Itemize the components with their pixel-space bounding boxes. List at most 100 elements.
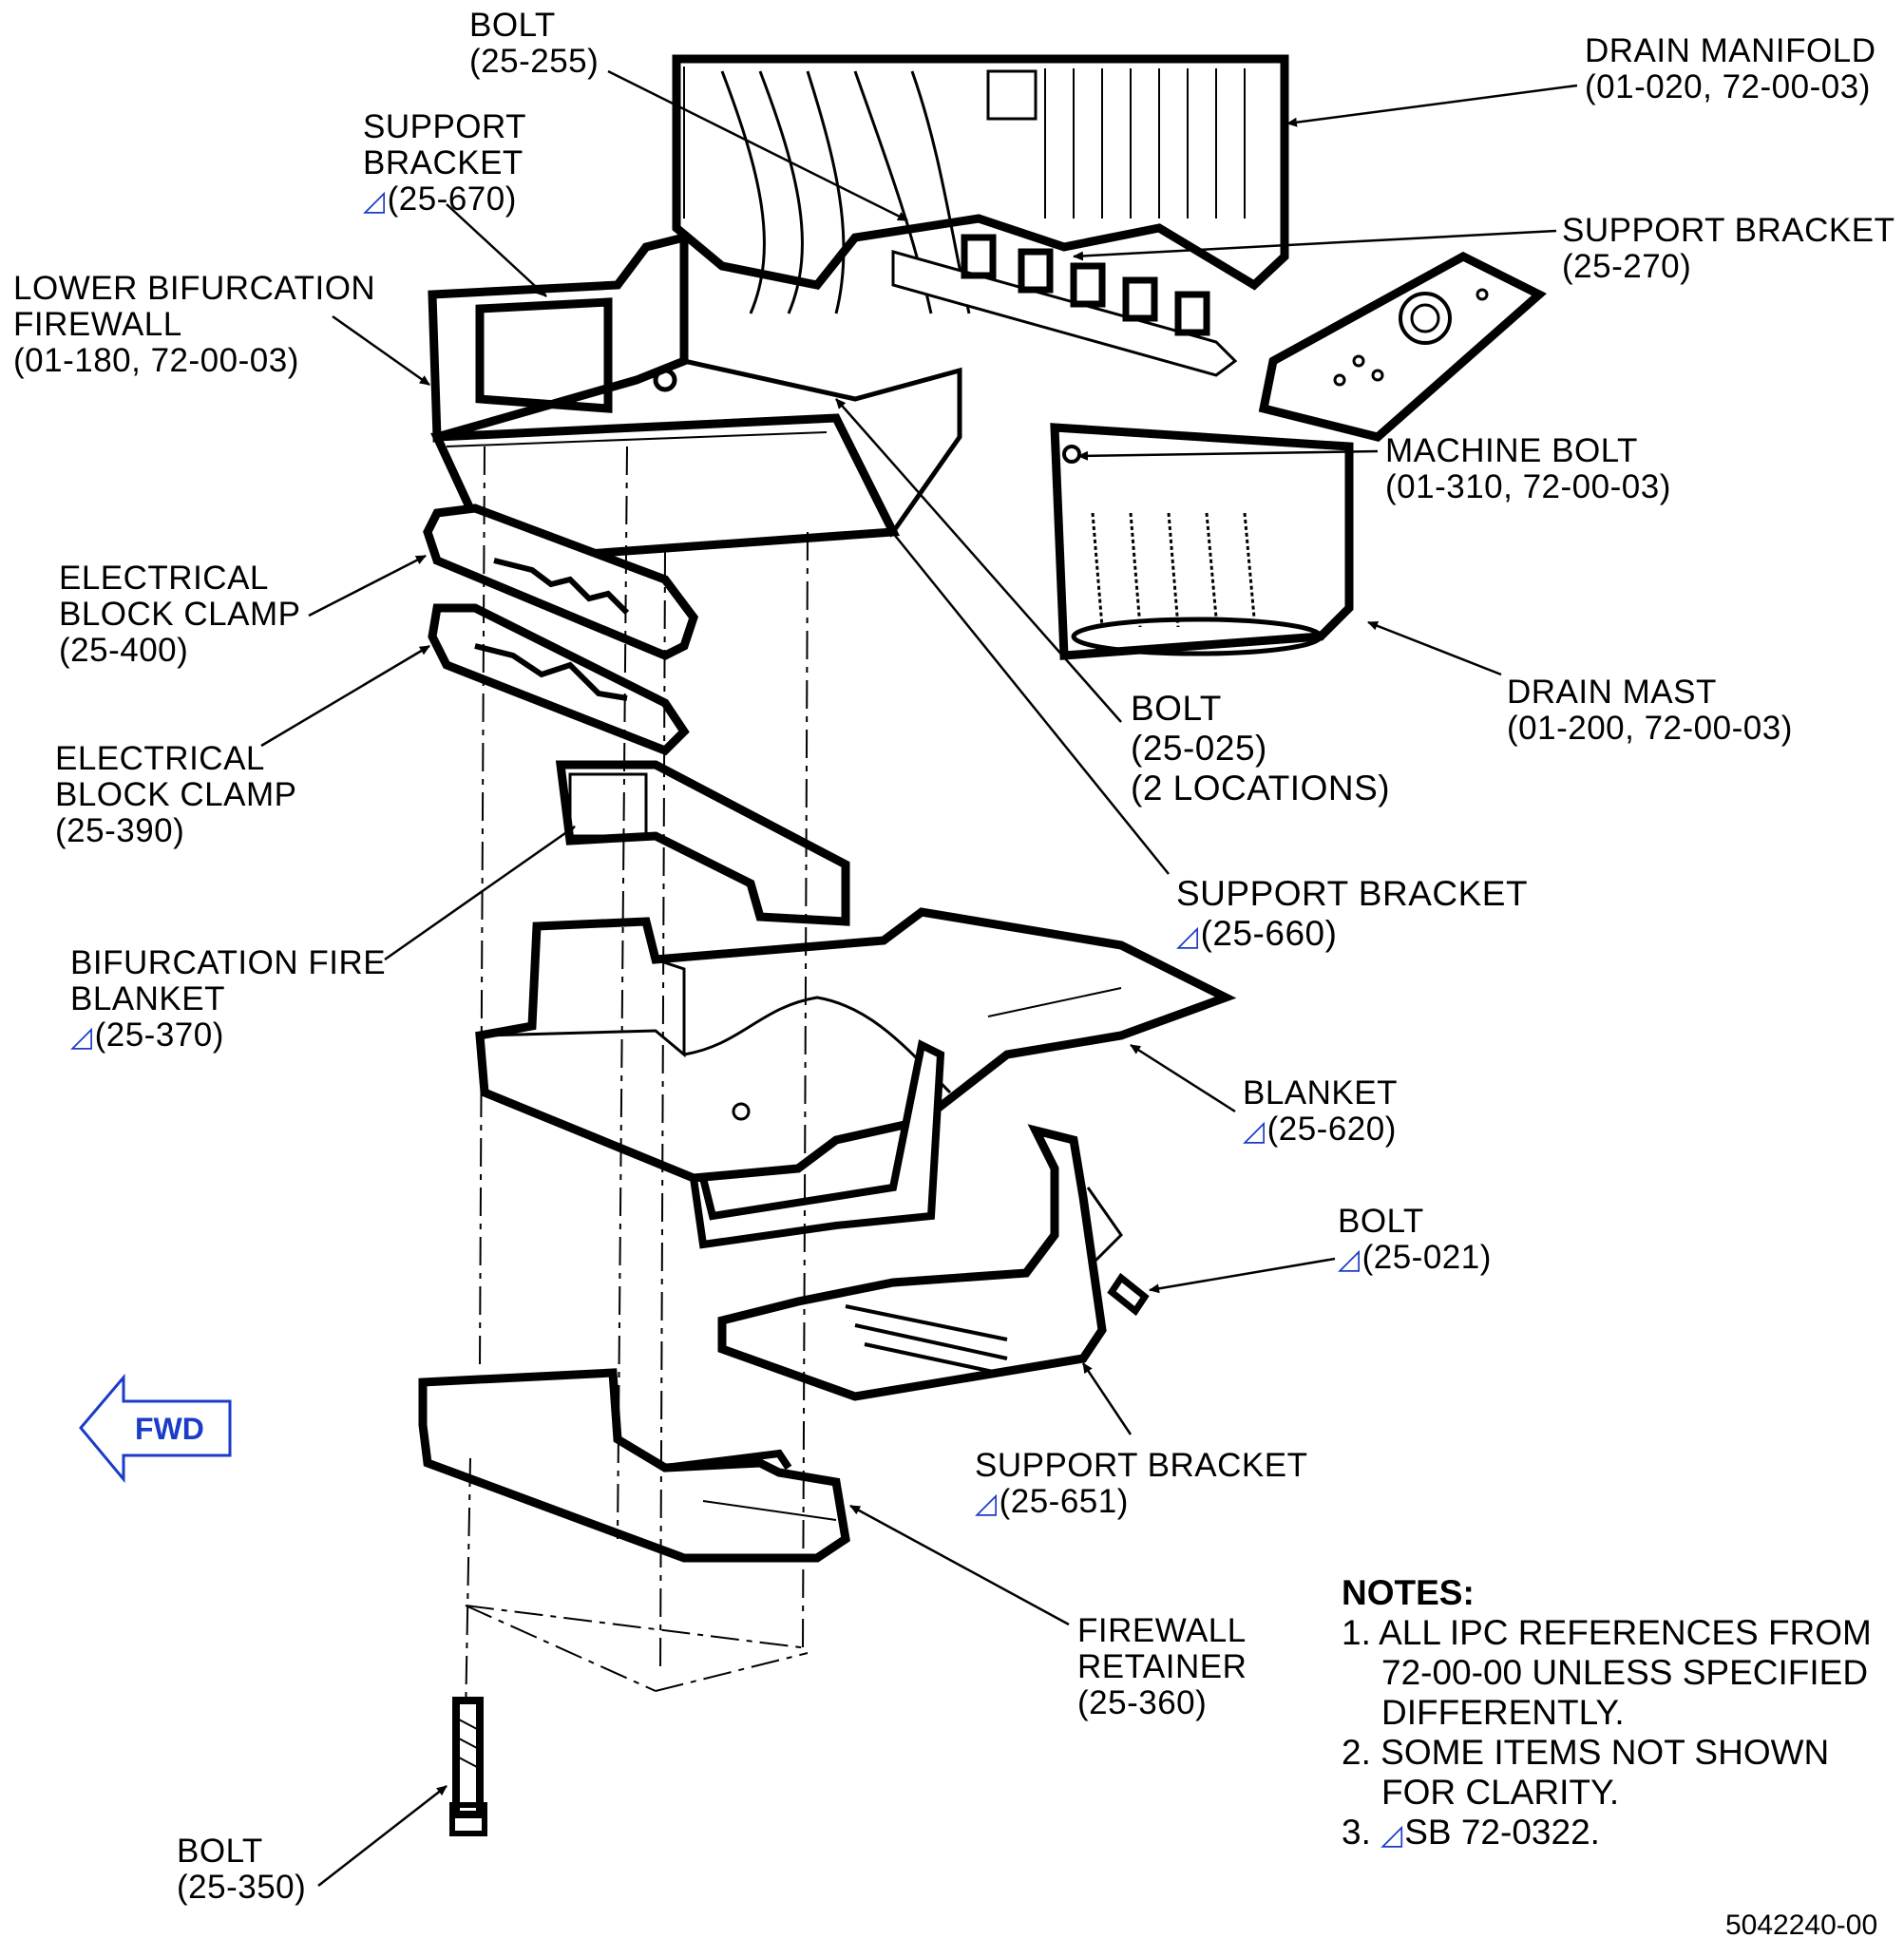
callout-ref: (25-390) bbox=[55, 812, 185, 849]
callout-name: MACHINE BOLT bbox=[1385, 432, 1638, 469]
callout-drain-manifold: DRAIN MANIFOLD (01-020, 72-00-03) bbox=[1585, 33, 1875, 105]
callout-line2: BLOCK CLAMP bbox=[55, 776, 297, 813]
callout-blanket-25-620: BLANKET ◿(25-620) bbox=[1243, 1075, 1398, 1150]
drain-mast-part bbox=[1050, 423, 1354, 660]
callout-ref: (25-660) bbox=[1200, 914, 1338, 953]
callout-line2: FIREWALL bbox=[13, 306, 182, 343]
callout-ref: (25-670) bbox=[387, 180, 517, 218]
fwd-label: FWD bbox=[135, 1412, 204, 1446]
note-3-text: SB 72-0322. bbox=[1404, 1813, 1600, 1852]
support-bracket-25-651-part bbox=[717, 1124, 1123, 1401]
note-2: 2. SOME ITEMS NOT SHOWN bbox=[1342, 1733, 1830, 1772]
callout-ref: (25-370) bbox=[94, 1016, 224, 1054]
callout-name: BOLT bbox=[469, 7, 556, 44]
note-3-number: 3. bbox=[1342, 1813, 1371, 1852]
callout-name: BOLT bbox=[1131, 689, 1222, 728]
callout-drain-mast: DRAIN MAST (01-200, 72-00-03) bbox=[1507, 674, 1793, 747]
callout-bifurcation-fire-blanket: BIFURCATION FIRE BLANKET ◿(25-370) bbox=[70, 945, 386, 1055]
callout-line1: SUPPORT bbox=[363, 108, 527, 145]
callout-ref-line: ◿(25-370) bbox=[70, 1017, 386, 1055]
firewall-retainer-part bbox=[418, 1368, 850, 1563]
notes-block: NOTES: 1. ALL IPC REFERENCES FROM 72-00-… bbox=[1342, 1573, 1872, 1855]
callout-line1: FIREWALL bbox=[1077, 1612, 1247, 1649]
callout-line1: BIFURCATION FIRE bbox=[70, 944, 387, 981]
callout-ref: (25-255) bbox=[469, 43, 600, 80]
callout-line1: ELECTRICAL bbox=[59, 560, 269, 597]
electrical-block-clamp-25-390-part bbox=[428, 603, 690, 756]
callout-support-bracket-25-670: SUPPORT BRACKET ◿(25-670) bbox=[363, 109, 526, 219]
sb-marker-icon[interactable]: ◿ bbox=[975, 1488, 998, 1519]
callout-bolt-25-021: BOLT ◿(25-021) bbox=[1338, 1204, 1492, 1278]
note-1: 1. ALL IPC REFERENCES FROM bbox=[1342, 1613, 1872, 1652]
callout-note: (2 LOCATIONS) bbox=[1131, 769, 1391, 808]
callout-ref: (25-400) bbox=[59, 632, 189, 669]
callout-ref: (25-620) bbox=[1266, 1111, 1397, 1148]
callout-support-bracket-25-270: SUPPORT BRACKET (25-270) bbox=[1562, 213, 1894, 285]
blanket-25-620-part bbox=[475, 907, 1237, 1183]
callout-bolt-25-025: BOLT (25-025) (2 LOCATIONS) bbox=[1131, 689, 1390, 808]
callout-name: BOLT bbox=[177, 1833, 263, 1870]
sb-marker-icon[interactable]: ◿ bbox=[70, 1021, 93, 1053]
sb-marker-icon[interactable]: ◿ bbox=[1176, 921, 1199, 952]
callout-name: SUPPORT BRACKET bbox=[1176, 874, 1529, 913]
callout-line2: RETAINER bbox=[1077, 1648, 1247, 1685]
sb-marker-icon[interactable]: ◿ bbox=[1243, 1115, 1266, 1147]
document-number: 5042240-00 bbox=[1725, 1910, 1878, 1941]
callout-ref: (25-651) bbox=[999, 1483, 1129, 1520]
callout-ref: (25-350) bbox=[177, 1869, 307, 1906]
callout-ref: (01-020, 72-00-03) bbox=[1585, 68, 1871, 105]
callout-bolt-25-350: BOLT (25-350) bbox=[177, 1834, 306, 1906]
callout-line1: ELECTRICAL bbox=[55, 740, 265, 777]
forward-arrow: FWD bbox=[79, 1373, 232, 1484]
callout-ref: (01-310, 72-00-03) bbox=[1385, 468, 1671, 505]
callout-ref: (01-180, 72-00-03) bbox=[13, 342, 299, 379]
callout-ref: (25-360) bbox=[1077, 1684, 1208, 1721]
callout-line2: BLANKET bbox=[70, 980, 225, 1017]
note-3: 3. ◿SB 72-0322. bbox=[1342, 1813, 1872, 1855]
callout-name: DRAIN MAST bbox=[1507, 674, 1717, 711]
callout-ref-line: ◿(25-620) bbox=[1243, 1112, 1398, 1150]
callout-ref: (25-025) bbox=[1131, 729, 1267, 768]
callout-line2: BRACKET bbox=[363, 144, 524, 181]
callout-name: SUPPORT BRACKET bbox=[975, 1447, 1308, 1484]
bolt-25-350-part bbox=[449, 1697, 487, 1836]
leader-lines bbox=[260, 69, 1578, 1887]
callout-support-bracket-25-660: SUPPORT BRACKET ◿(25-660) bbox=[1176, 874, 1528, 957]
callout-ref-line: ◿(25-021) bbox=[1338, 1240, 1492, 1278]
bifurcation-fire-blanket-part bbox=[555, 760, 850, 926]
callout-name: DRAIN MANIFOLD bbox=[1585, 32, 1876, 69]
support-bracket-25-660-part bbox=[689, 1039, 945, 1249]
callout-electrical-block-clamp-25-390: ELECTRICAL BLOCK CLAMP (25-390) bbox=[55, 741, 296, 849]
callout-line2: BLOCK CLAMP bbox=[59, 596, 301, 633]
electrical-block-clamp-25-400-part bbox=[423, 504, 699, 660]
note-2-cont: FOR CLARITY. bbox=[1381, 1773, 1620, 1812]
bolt-25-021-part bbox=[1107, 1272, 1150, 1317]
callout-bolt-25-255: BOLT (25-255) bbox=[469, 8, 599, 80]
note-1-cont-a: 72-00-00 UNLESS SPECIFIED bbox=[1381, 1653, 1869, 1692]
sb-marker-icon[interactable]: ◿ bbox=[1380, 1819, 1403, 1851]
callout-name: SUPPORT BRACKET bbox=[1562, 212, 1895, 249]
mounting-plate bbox=[1258, 251, 1547, 442]
callout-support-bracket-25-651: SUPPORT BRACKET ◿(25-651) bbox=[975, 1448, 1307, 1522]
callout-ref-line: ◿(25-651) bbox=[975, 1484, 1307, 1522]
callout-ref: (25-021) bbox=[1361, 1239, 1492, 1276]
callout-machine-bolt: MACHINE BOLT (01-310, 72-00-03) bbox=[1385, 433, 1671, 505]
callout-ref: (01-200, 72-00-03) bbox=[1507, 710, 1793, 747]
assembly-dash-lines bbox=[465, 446, 809, 1720]
lower-bifurcation-firewall-part bbox=[428, 232, 962, 565]
sb-marker-icon[interactable]: ◿ bbox=[363, 185, 386, 217]
callout-lower-bifurcation-firewall: LOWER BIFURCATION FIREWALL (01-180, 72-0… bbox=[13, 271, 375, 379]
callout-name: BOLT bbox=[1338, 1203, 1424, 1240]
callout-ref-line: ◿(25-670) bbox=[363, 181, 526, 219]
callout-ref-line: ◿(25-660) bbox=[1176, 914, 1528, 957]
note-1-cont-b: DIFFERENTLY. bbox=[1381, 1693, 1625, 1732]
callout-electrical-block-clamp-25-400: ELECTRICAL BLOCK CLAMP (25-400) bbox=[59, 560, 300, 669]
sb-marker-icon[interactable]: ◿ bbox=[1338, 1244, 1361, 1275]
support-bracket-25-270-part bbox=[891, 234, 1238, 377]
callout-name: BLANKET bbox=[1243, 1074, 1398, 1112]
callout-firewall-retainer: FIREWALL RETAINER (25-360) bbox=[1077, 1613, 1247, 1721]
notes-heading: NOTES: bbox=[1342, 1573, 1475, 1612]
callout-ref: (25-270) bbox=[1562, 248, 1692, 285]
